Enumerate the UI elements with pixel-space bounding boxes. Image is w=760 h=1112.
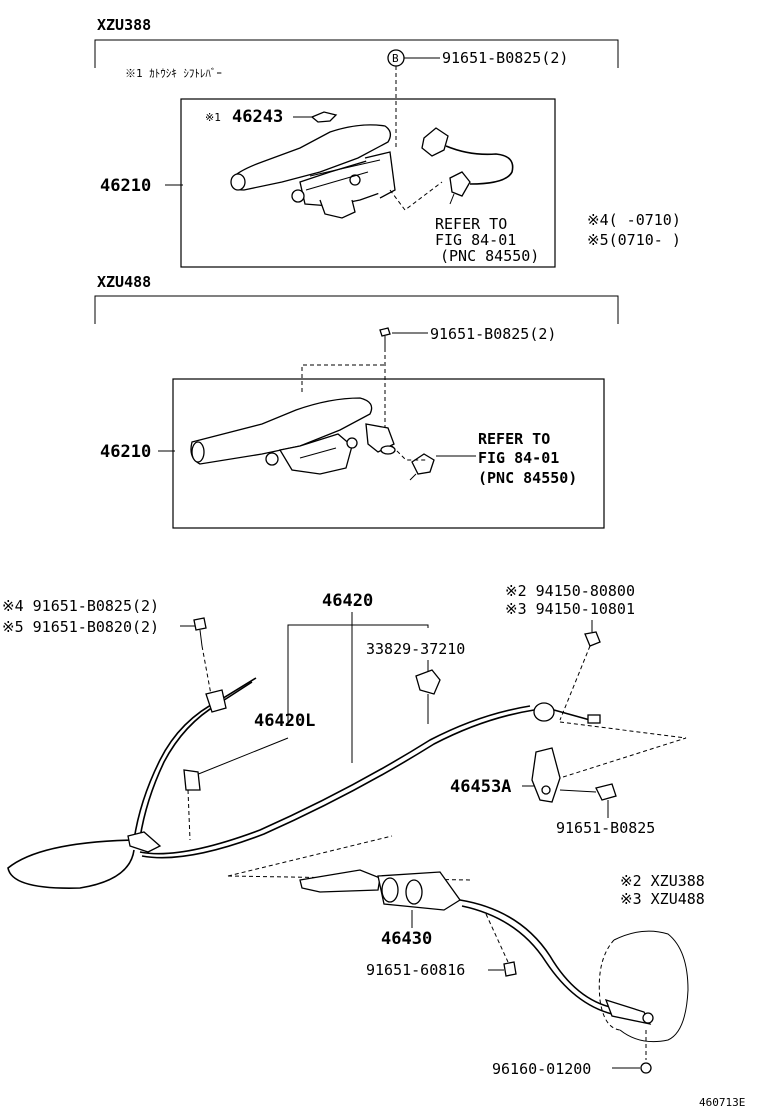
- circle-b-text: B: [392, 52, 399, 65]
- lever-assembly-box-top: [180, 98, 556, 268]
- switch-connector-top: [421, 127, 514, 205]
- lever-assembly-box-mid: [172, 378, 605, 529]
- label-clip: 33829-37210: [366, 640, 465, 658]
- label-cover-prefix: ※1: [205, 111, 221, 124]
- label-bolt-mid: 91651-B0825(2): [430, 325, 556, 343]
- refer-mid-line3: (PNC 84550): [478, 469, 577, 487]
- label-note3: ※3 XZU488: [620, 890, 705, 908]
- refer-top-line3: (PNC 84550): [440, 247, 539, 265]
- label-cable-left: 46420L: [254, 711, 315, 731]
- label-note2: ※2 XZU388: [620, 872, 705, 890]
- label-cover-top: 46243: [232, 107, 283, 127]
- label-bolt4: ※4 91651-B0825(2): [2, 597, 159, 615]
- refer-top-line1: REFER TO: [435, 215, 507, 233]
- refer-mid-line1: REFER TO: [478, 430, 550, 448]
- clip-icon-rear: [640, 1062, 652, 1074]
- label-nut3: ※3 94150-10801: [505, 600, 635, 618]
- label-lever-mid: 46210: [100, 442, 151, 462]
- parking-lever-top: [230, 124, 396, 219]
- note-auto-shift: ※1 ｶﾄｳｼｷ ｼﾌﾄﾚﾊﾞｰ: [125, 67, 222, 80]
- label-clip-rear: 96160-01200: [492, 1060, 591, 1078]
- rear-cable-assembly: [299, 869, 689, 1043]
- bolt-icon-mid: [379, 327, 391, 348]
- cable-assembly: [7, 677, 601, 889]
- section-title-top: XZU388: [97, 16, 151, 34]
- nut-icon: [584, 631, 601, 647]
- refer-mid-line2: FIG 84-01: [478, 449, 559, 467]
- label-bracket: 46453A: [450, 777, 511, 797]
- label-bolt-bracket: 91651-B0825: [556, 819, 655, 837]
- note-4: ※4( -0710): [587, 211, 681, 229]
- note-5: ※5(0710- ): [587, 231, 681, 249]
- label-lever-top: 46210: [100, 176, 151, 196]
- label-cable-rear: 46430: [381, 929, 432, 949]
- cover-part-top: [310, 111, 338, 123]
- label-bolt-rear: 91651-60816: [366, 961, 465, 979]
- figure-id: 460713E: [699, 1096, 745, 1109]
- parking-lever-mid: [190, 397, 396, 475]
- bolt-icon-bracket: [559, 783, 617, 801]
- bolt-icon-rear: [503, 961, 517, 977]
- bolt-icon-cable-front: [193, 617, 207, 647]
- refer-top-line2: FIG 84-01: [435, 231, 516, 249]
- clip-part: [415, 669, 441, 695]
- label-cable-main: 46420: [322, 591, 373, 611]
- section-title-mid: XZU488: [97, 273, 151, 291]
- label-nut2: ※2 94150-80800: [505, 582, 635, 600]
- label-bolt5: ※5 91651-B0820(2): [2, 618, 159, 636]
- label-bolt-top: 91651-B0825(2): [442, 49, 568, 67]
- switch-mid: [409, 453, 435, 481]
